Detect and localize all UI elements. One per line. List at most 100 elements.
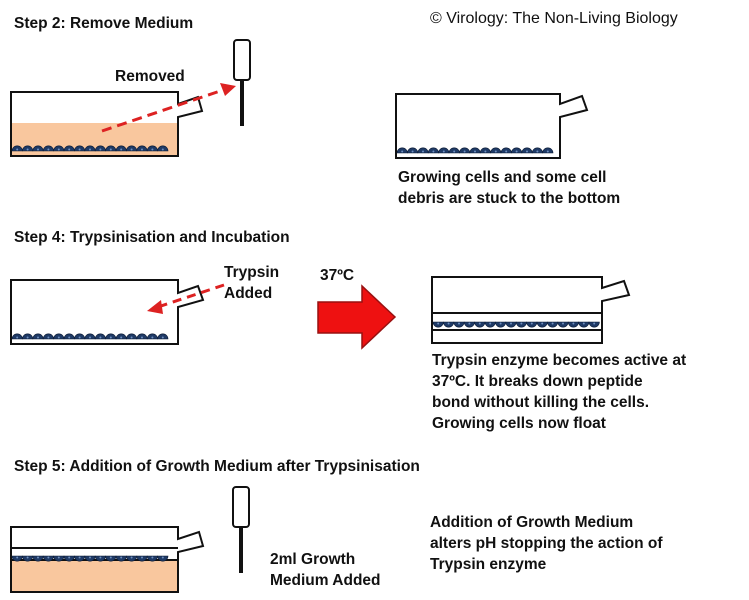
cell-highlight [401,150,404,153]
cell-highlight [47,148,50,151]
cell [542,147,554,154]
cell-highlight [468,322,471,325]
cell-highlight [161,148,164,151]
cell-highlight [130,336,133,339]
cell-highlight [141,336,143,339]
cell-highlight [593,322,596,325]
cell-highlight [562,322,564,325]
cell-highlight [26,336,29,339]
cell-highlight [99,336,102,339]
flask-icon [10,91,204,157]
cell-highlight [141,556,143,559]
step4-flask-floating-cells [431,276,631,344]
cell-highlight [16,148,19,151]
step2-heading: Step 2: Remove Medium [14,15,194,32]
cell [157,555,169,562]
step5-pipette-label: 2ml Growth Medium Added [270,551,381,589]
cell-highlight [161,336,164,339]
step2-caption: Growing cells and some cell debris are s… [398,169,621,207]
cell-highlight [151,148,154,151]
cell-highlight [120,556,123,559]
cell-layer-icon [396,147,554,154]
cell-highlight [120,336,123,339]
cell-highlight [458,322,460,325]
cell-highlight [109,148,112,151]
cell-highlight [411,150,414,153]
cell-highlight [109,556,112,559]
cell-highlight [68,148,71,151]
dashed-arrow-icon [101,83,236,133]
cell-highlight [57,556,60,559]
step2-flask-empty [395,93,589,159]
cell-highlight [474,150,476,153]
cell-highlight [530,322,533,325]
cell-highlight [515,150,518,153]
cell-highlight [16,336,19,339]
cell-highlight [16,556,19,559]
cell-highlight [505,150,508,153]
cell-highlight [37,336,39,339]
cell-layer-icon [11,145,169,152]
cell-highlight [141,148,143,151]
cell-highlight [463,150,466,153]
cell-highlight [89,556,91,559]
cell-layer-icon [11,333,169,340]
cell-highlight [541,322,544,325]
step5-caption: Addition of Growth Medium alters pH stop… [430,514,663,573]
step2-flask-with-medium [10,91,204,157]
cell [157,333,169,340]
cell-highlight [47,556,50,559]
cell-highlight [582,322,585,325]
step5-heading: Step 5: Addition of Growth Medium after … [14,458,420,475]
dashed-arrow-icon [147,283,225,314]
step2-removed-label: Removed [115,68,185,85]
step4-trypsin-label: Trypsin Added [224,264,280,302]
cell-highlight [57,336,60,339]
cell [157,145,169,152]
cell-highlight [89,148,91,151]
cell-highlight [109,336,112,339]
step5-flask-growth-medium [10,526,205,593]
cell-highlight [99,148,102,151]
step5-pipette-icon [231,485,251,575]
cell-highlight [130,556,133,559]
cell-highlight [572,322,575,325]
step4-heading: Step 4: Trypsinisation and Incubation [14,229,290,246]
cell-highlight [447,322,450,325]
cell-highlight [78,336,81,339]
cell-highlight [37,148,39,151]
cell-highlight [536,150,539,153]
cell-highlight [422,150,424,153]
cell-highlight [151,556,154,559]
step2-pipette-icon [232,38,252,128]
cell-highlight [510,322,512,325]
cell-highlight [432,150,435,153]
cell-highlight [78,148,81,151]
cell-highlight [437,322,440,325]
step4-temperature-label: 37ºC [320,267,355,284]
cell-highlight [546,150,549,153]
cell-highlight [520,322,523,325]
cell-highlight [484,150,487,153]
cell-highlight [489,322,492,325]
flask-icon [10,526,205,593]
cell [588,321,600,328]
cell-highlight [78,556,81,559]
flask-icon [10,279,205,345]
step4-flask-trypsin [10,279,205,345]
cell-layer-icon [432,321,600,328]
cell-highlight [26,556,29,559]
cell-highlight [161,556,164,559]
flask-icon [431,276,631,344]
flask-icon [395,93,589,159]
cell-highlight [499,322,502,325]
cell-highlight [453,150,456,153]
cell-highlight [120,148,123,151]
incubation-arrow-icon [317,284,397,350]
copyright-notice: © Virology: The Non-Living Biology [430,10,678,27]
cell-highlight [130,148,133,151]
cell-highlight [68,556,71,559]
cell-highlight [494,150,497,153]
cell-highlight [478,322,481,325]
